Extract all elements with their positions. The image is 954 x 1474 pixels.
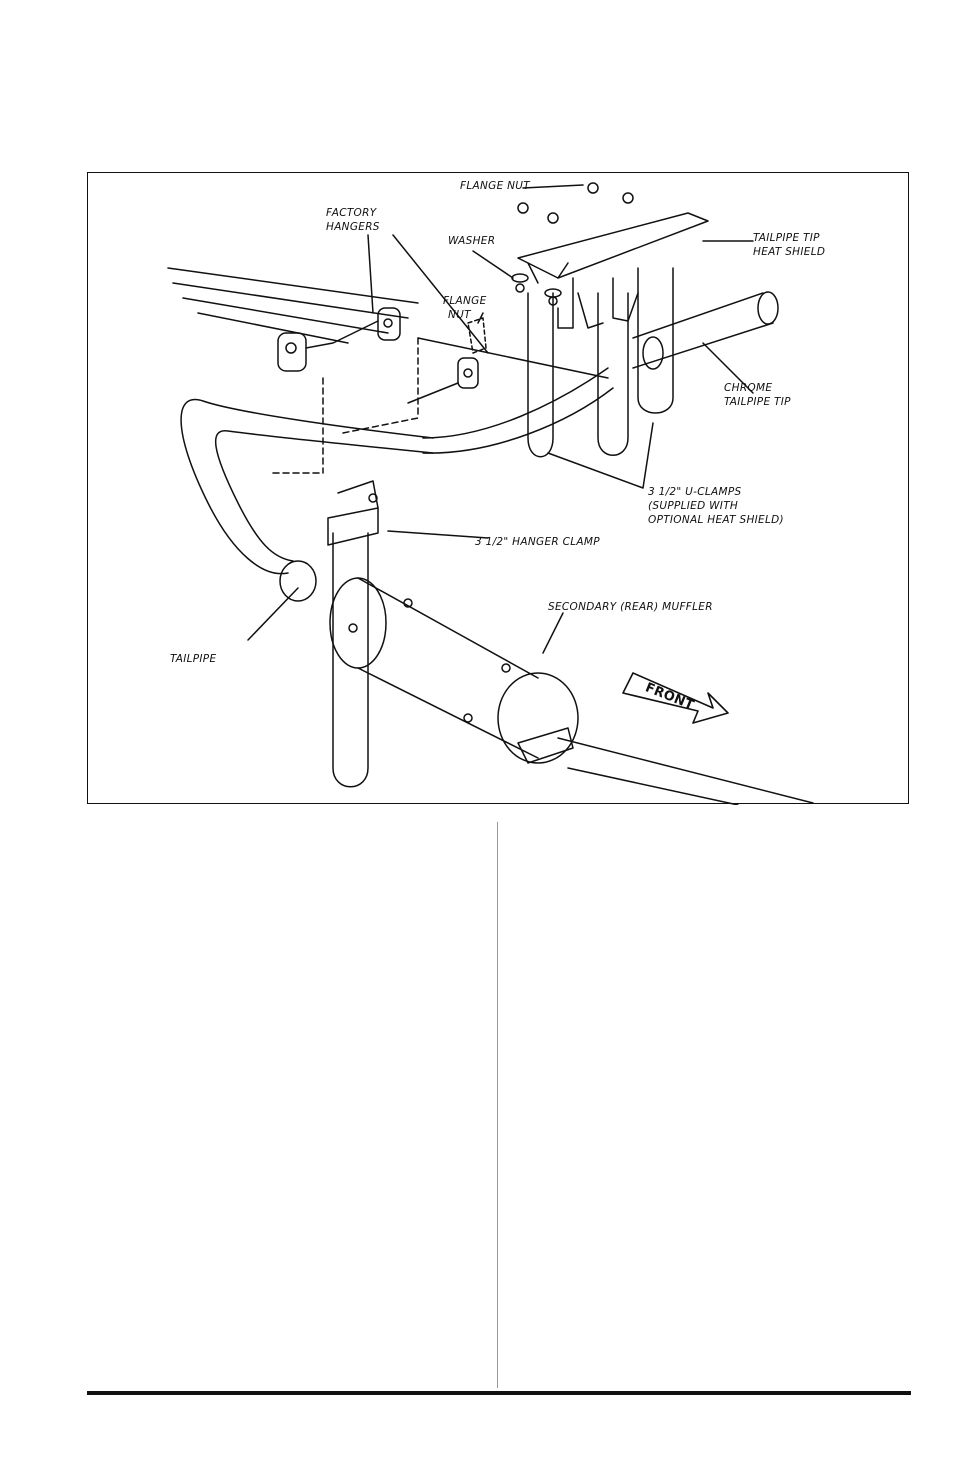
frame-rail-edge: [418, 338, 608, 378]
heat-shield-plate: [518, 213, 708, 278]
heat-shield-label-1: TAILPIPE TIP: [753, 232, 820, 244]
chrome-tip-label-1: CHROME: [724, 382, 772, 394]
muffler-outlet-clamp: [518, 728, 573, 763]
tailpipe-end: [280, 561, 316, 601]
flange-nut-top-label: FLANGE NUT: [460, 180, 531, 192]
hanger-clamp: [328, 508, 378, 545]
muffler-rear-cap: [498, 673, 578, 763]
factory-hanger-left: [278, 321, 378, 371]
flange-nut-mid-label-2: NUT: [448, 309, 472, 321]
frame-rail: [168, 268, 418, 343]
tailpipe-label: TAILPIPE: [170, 653, 216, 665]
muffler-front-cap: [330, 578, 386, 668]
secondary-muffler-label: SECONDARY (REAR) MUFFLER: [548, 601, 713, 613]
hanger-clamp-label: 3 1/2" HANGER CLAMP: [475, 536, 600, 548]
factory-hangers-label-1: FACTORY: [326, 207, 378, 219]
flange-nut-mid-label-1: FLANGE: [443, 295, 487, 307]
washer-icon: [512, 274, 528, 282]
flange-nut-icon: [518, 203, 528, 213]
tailpipe-loop-inner: [216, 431, 433, 561]
heat-shield-bracket-left: [558, 278, 603, 328]
rear-pipe: [558, 738, 813, 805]
muffler-body: [358, 578, 538, 758]
hanger-u-bolt: [333, 533, 368, 787]
footer-rule: [87, 1391, 911, 1395]
tailpipe-upper-edge: [423, 368, 608, 438]
front-arrow-label: FRONT: [643, 680, 696, 713]
u-clamps-label-1: 3 1/2" U-CLAMPS: [648, 486, 742, 498]
factory-hanger-right: [378, 308, 400, 340]
column-divider: [497, 822, 498, 1388]
heat-shield-label-2: HEAT SHIELD: [753, 246, 825, 258]
tailpipe-loop-outer: [181, 400, 433, 574]
heat-shield-bracket-right: [613, 278, 638, 321]
exhaust-diagram-figure: FRONT FLANGE NUT FACTORY HANGERS WASHER …: [87, 172, 909, 804]
u-clamps-label-2: (SUPPLIED WITH: [648, 500, 738, 512]
chrome-tip-label-2: TAILPIPE TIP: [724, 396, 791, 408]
u-clamp-rear: [638, 268, 673, 413]
chrome-tip: [633, 293, 773, 368]
washer-label: WASHER: [448, 235, 495, 247]
exhaust-diagram: FRONT FLANGE NUT FACTORY HANGERS WASHER …: [88, 173, 910, 805]
tailpipe-lower-edge: [423, 388, 613, 453]
factory-hangers-label-2: HANGERS: [326, 221, 380, 233]
u-clamps-label-3: OPTIONAL HEAT SHIELD): [648, 514, 784, 526]
front-arrow: FRONT: [623, 673, 728, 723]
